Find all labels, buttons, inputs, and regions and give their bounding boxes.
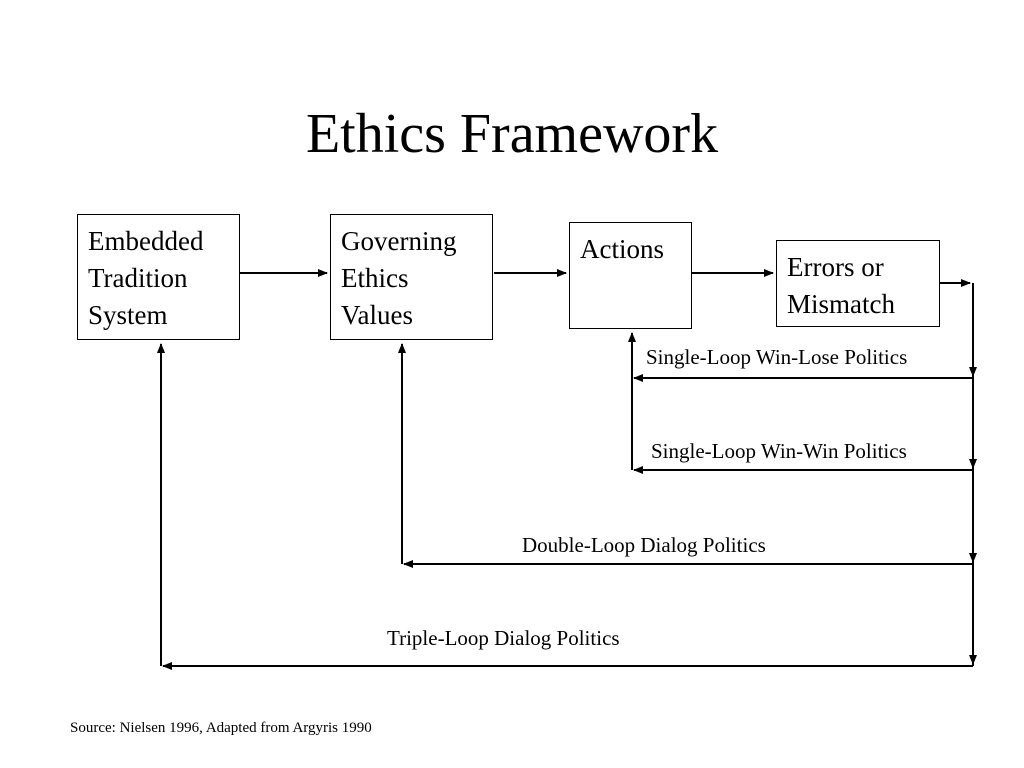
triple-loop-dialog-label: Triple-Loop Dialog Politics (387, 626, 620, 650)
single-loop-win-lose-label: Single-Loop Win-Lose Politics (646, 345, 908, 369)
actions-box: Actions (569, 222, 692, 329)
double-loop-dialog-label: Double-Loop Dialog Politics (522, 533, 766, 557)
governing-ethics-values-box: Governing Ethics Values (330, 214, 493, 340)
single-loop-win-win-label: Single-Loop Win-Win Politics (651, 439, 907, 463)
embedded-tradition-system-box: Embedded Tradition System (77, 214, 240, 340)
page-title: Ethics Framework (305, 103, 719, 165)
source-citation: Source: Nielsen 1996, Adapted from Argyr… (70, 720, 372, 736)
errors-or-mismatch-box: Errors or Mismatch (776, 240, 940, 327)
